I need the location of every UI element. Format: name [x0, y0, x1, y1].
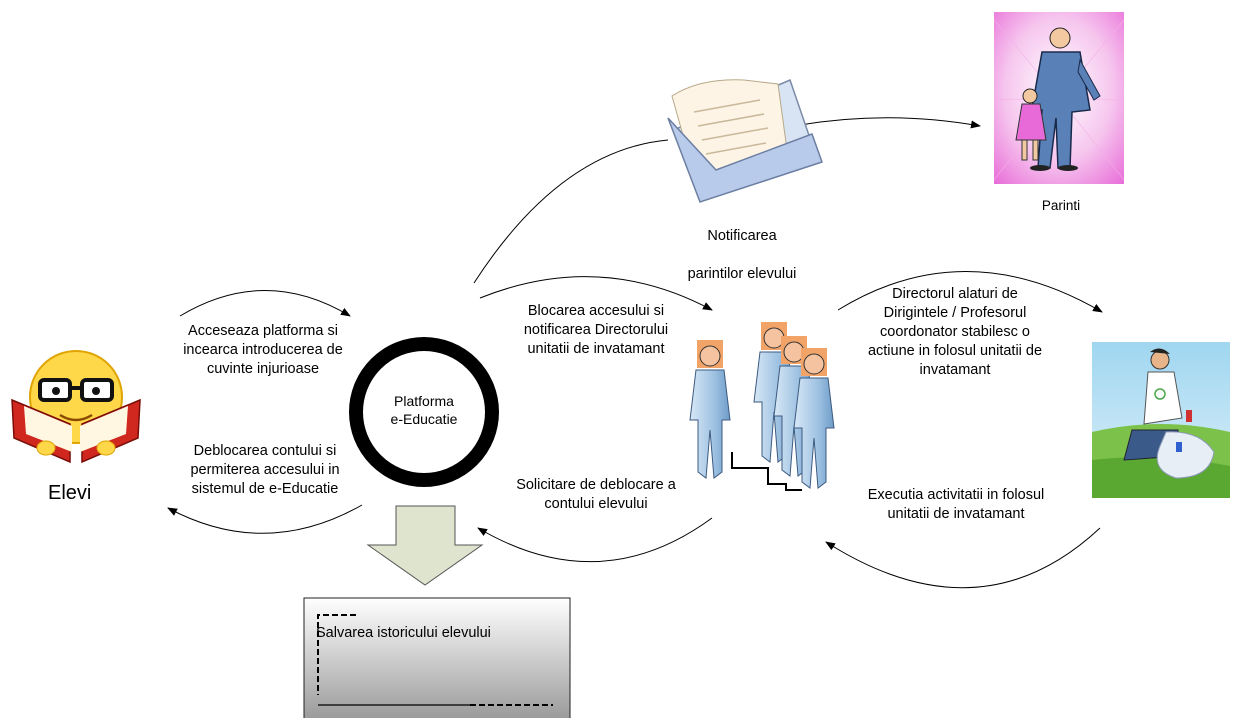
recycling-volunteer-icon	[1092, 342, 1230, 498]
students-label: Elevi	[48, 482, 92, 504]
flow-unlock-line-3: sistemul de e-Educatie	[191, 481, 339, 497]
arrow-block	[479, 276, 713, 311]
flow-execution-line-1: Executia activitatii in folosul	[867, 487, 1045, 503]
arrow-director	[837, 271, 1103, 313]
flow-request-unlock-label: Solicitare de deblocare a contului elevu…	[486, 476, 706, 514]
flow-execution-line-2: unitatii de invatamant	[887, 506, 1025, 522]
platform-ring	[349, 337, 499, 487]
arrow-notify-parents	[473, 139, 669, 284]
flow-unlock-label: Deblocarea contului si permiterea accesu…	[160, 442, 370, 499]
flow-director-line-5: invatamant	[919, 362, 991, 378]
flow-block-line-2: notificarea Directorului	[523, 322, 669, 338]
flow-director-line-1: Directorul alaturi de	[892, 286, 1018, 302]
flow-director-line-3: coordonator stabilesc o	[880, 324, 1030, 340]
platform-label-line-1: Platforma	[394, 393, 454, 409]
parents-label: Parinti	[1041, 198, 1081, 213]
flow-request-unlock-line-1: Solicitare de deblocare a	[516, 477, 676, 493]
flow-unlock-line-1: Deblocarea contului si	[193, 443, 337, 459]
arrow-to-parents	[799, 117, 981, 129]
staff-group-icon	[689, 322, 835, 491]
flow-access-line-3: cuvinte injurioase	[206, 361, 320, 377]
flow-block-label: Blocarea accesului si notificarea Direct…	[496, 302, 696, 359]
reading-emoji-icon	[11, 350, 141, 464]
flow-access-line-1: Acceseaza platforma si	[188, 323, 338, 339]
flow-notify-parents-label: Notificarea parintilor elevului	[662, 217, 822, 293]
flow-request-unlock-line-2: contului elevului	[544, 496, 648, 512]
flow-access-line-2: incearca introducerea de	[183, 342, 343, 358]
envelope-letter-icon	[667, 78, 823, 203]
flow-execution-label: Executia activitatii in folosul unitatii…	[836, 486, 1076, 524]
flow-notify-parents-line-2: parintilor elevului	[687, 266, 797, 282]
arrow-access	[179, 290, 351, 317]
staff-figure-4	[793, 348, 835, 489]
flow-director-line-2: Dirigintele / Profesorul	[883, 305, 1027, 321]
flow-director-line-4: actiune in folosul unitatii de	[867, 343, 1043, 359]
history-box-frame	[303, 597, 571, 718]
parent-child-icon	[993, 12, 1125, 184]
arrow-execution	[825, 527, 1101, 589]
flow-notify-parents-line-1: Notificarea	[707, 228, 777, 244]
flow-access-label: Acceseaza platforma si incearca introduc…	[158, 322, 368, 379]
arrow-unlock	[167, 504, 363, 534]
flow-director-label: Directorul alaturi de Dirigintele / Prof…	[840, 285, 1070, 380]
staff-figure-1	[689, 340, 731, 479]
history-box-label: Salvarea istoricului elevului	[316, 625, 491, 641]
flow-block-line-1: Blocarea accesului si	[527, 303, 665, 319]
flow-unlock-line-2: permiterea accesului in	[190, 462, 340, 478]
arrow-request-unlock	[477, 517, 713, 563]
down-arrow	[366, 505, 484, 586]
flow-block-line-3: unitatii de invatamant	[527, 341, 665, 357]
platform-label-line-2: e-Educatie	[390, 411, 458, 427]
platform-label: Platforma e-Educatie	[374, 392, 474, 428]
history-box-dash-left	[317, 614, 356, 695]
